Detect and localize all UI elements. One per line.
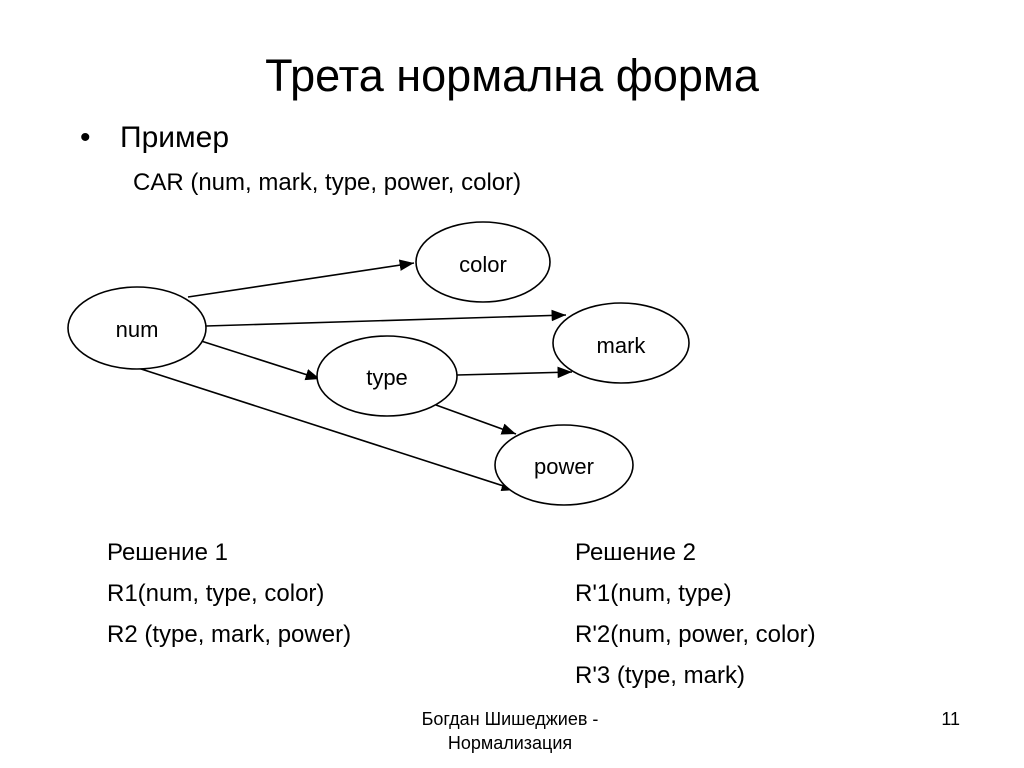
edge-num-mark	[205, 309, 567, 327]
node-power: power	[494, 424, 634, 506]
solution-1-line: R1(num, type, color)	[107, 580, 325, 607]
solution-2-line: R'3 (type, mark)	[575, 662, 745, 689]
bullet-item: • Пример	[80, 120, 229, 156]
solution-2-line: R'1(num, type)	[575, 580, 732, 607]
node-num: num	[67, 286, 207, 370]
solution-2-line: R'2(num, power, color)	[575, 621, 816, 648]
relation-schema: CAR (num, mark, type, power, color)	[133, 169, 522, 196]
edge-num-power	[137, 367, 517, 492]
node-color-label: color	[459, 252, 507, 277]
node-mark-label: mark	[597, 333, 647, 358]
solution-1-title: Решение 1	[107, 539, 228, 566]
node-color: color	[415, 221, 551, 303]
node-mark: mark	[552, 302, 690, 384]
edge-num-color	[187, 259, 415, 298]
footer-author: Богдан Шишеджиев - Нормализация	[360, 707, 660, 755]
node-type: type	[316, 335, 458, 417]
node-power-label: power	[534, 454, 594, 479]
page-number: 11	[941, 709, 960, 729]
edge-num-type	[197, 339, 321, 381]
solution-1-line: R2 (type, mark, power)	[107, 621, 352, 648]
node-num-label: num	[116, 317, 159, 342]
node-type-label: type	[366, 365, 408, 390]
footer-author-line: Нормализация	[447, 733, 573, 753]
solution-2-title: Решение 2	[575, 539, 696, 566]
footer-author-line: Богдан Шишеджиев -	[421, 709, 599, 729]
bullet-text: Пример	[120, 121, 229, 154]
edge-type-power	[435, 404, 517, 435]
bullet-dot-icon: •	[80, 121, 91, 154]
slide-title: Трета нормална форма	[265, 50, 759, 101]
edge-type-mark	[456, 366, 573, 379]
